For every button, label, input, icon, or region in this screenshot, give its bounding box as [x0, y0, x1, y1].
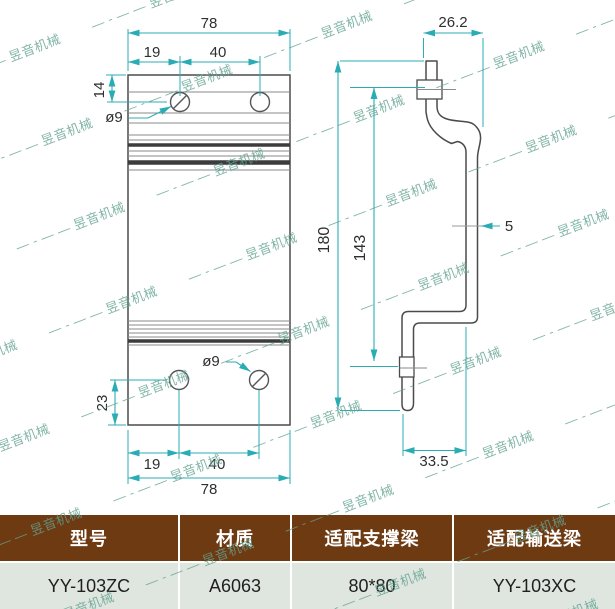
- spec-value-conveyor-beam: YY-103XC: [454, 563, 615, 609]
- front-lower-rib-lines: [128, 320, 290, 346]
- dim-side-top-width: 26.2: [438, 14, 467, 31]
- dim-width-bottom: 78: [201, 481, 218, 498]
- side-extension-lines: [340, 38, 484, 456]
- hole-slash-bottom: [252, 373, 266, 387]
- front-extension-lines: [106, 29, 291, 484]
- side-lower-block: [398, 356, 415, 378]
- front-view: 78 19 40 14 ø9 23 ø9 19 40 78: [91, 15, 291, 498]
- spec-value-material: A6063: [180, 563, 290, 609]
- front-dimension-lines: [108, 29, 290, 482]
- dim-side-height: 180: [316, 227, 333, 254]
- front-upper-thick-bands: [128, 143, 290, 165]
- hole-bottom-left: [168, 369, 190, 391]
- dim-pitch-bottom: 40: [209, 456, 226, 473]
- spec-header-conveyor-beam: 适配输送梁: [454, 515, 615, 561]
- dim-hole-dia-top: ø9: [105, 109, 123, 126]
- dim-offset-bottom: 19: [144, 456, 161, 473]
- dim-wall-thickness: 5: [505, 218, 513, 235]
- dim-edge-top: 14: [91, 82, 108, 99]
- dim-side-bottom-width: 33.5: [419, 453, 448, 470]
- dim-hole-dia-bottom: ø9: [202, 353, 220, 370]
- spec-value-model: YY-103ZC: [0, 563, 178, 609]
- dim-width-top: 78: [201, 15, 218, 32]
- side-view: 26.2 180 143 5 33.5: [316, 14, 513, 470]
- mounting-holes: [168, 91, 271, 391]
- dim-pitch-top: 40: [210, 44, 227, 61]
- spec-header-material: 材质: [180, 515, 290, 561]
- front-view-outline: [127, 74, 291, 426]
- spec-table: 型号 材质 适配支撑梁 适配输送梁 YY-103ZC A6063 80*80 Y…: [0, 515, 615, 609]
- spec-header-support-beam: 适配支撑梁: [292, 515, 452, 561]
- dim-side-hole-pitch: 143: [352, 235, 369, 262]
- drawing-svg: 78 19 40 14 ø9 23 ø9 19 40 78: [91, 14, 513, 498]
- dim-edge-bottom: 23: [94, 395, 111, 412]
- hole-slash-top: [173, 95, 187, 109]
- side-dimension-lines: [334, 29, 500, 454]
- spec-header-model: 型号: [0, 515, 178, 561]
- front-upper-rib-lines: [128, 91, 290, 171]
- dim-offset-top: 19: [144, 44, 161, 61]
- spec-value-support-beam: 80*80: [292, 563, 452, 609]
